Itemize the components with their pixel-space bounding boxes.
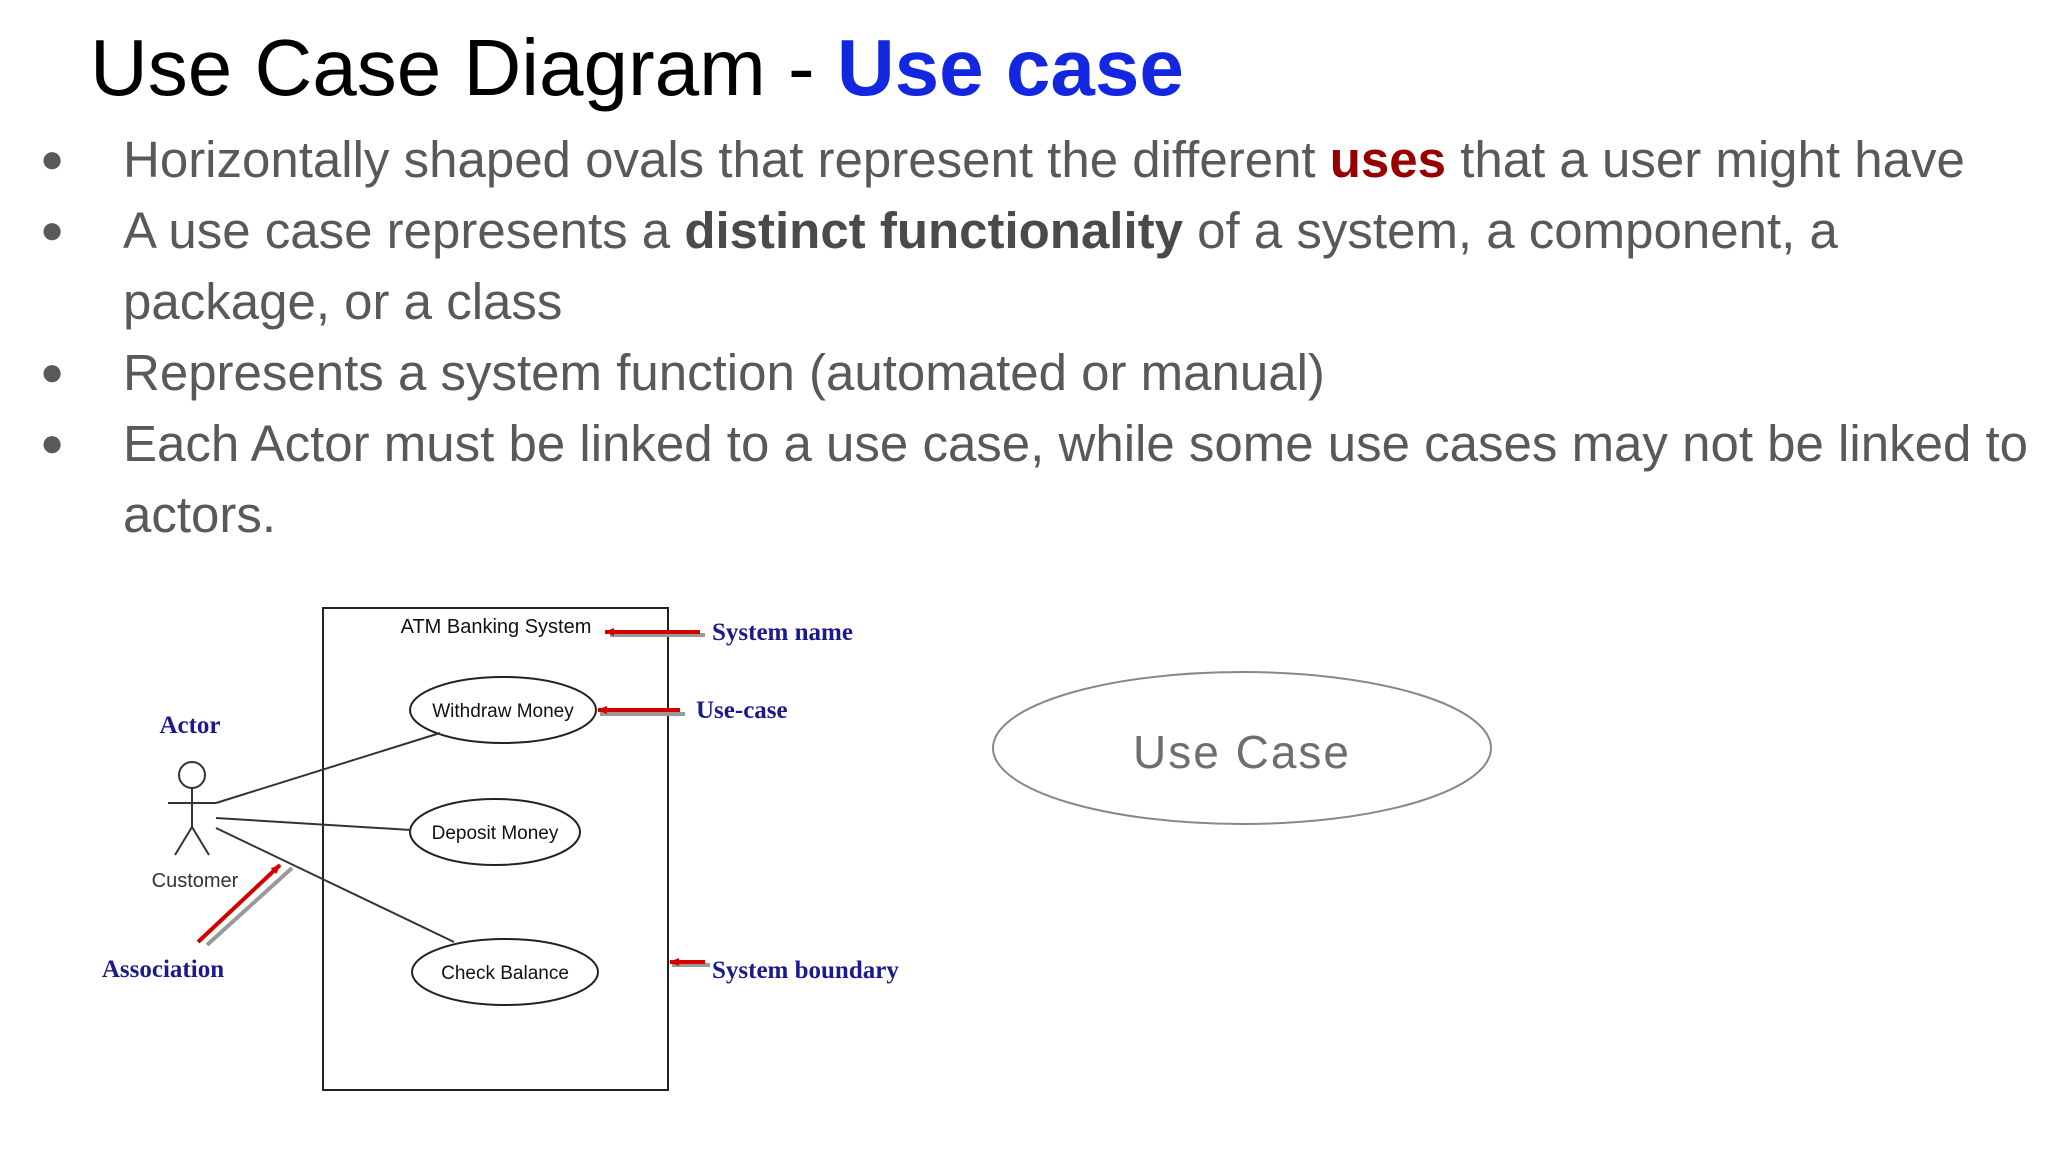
slide-title: Use Case Diagram - Use case — [90, 18, 1184, 118]
bullet-dot: ● — [40, 350, 65, 394]
bullet-text: Each Actor must be linked to a use case,… — [123, 415, 2029, 543]
annotation-system-boundary: System boundary — [712, 957, 899, 984]
bullet-item: ● A use case represents a distinct funct… — [0, 195, 2048, 337]
use-case-withdraw-label: Withdraw Money — [432, 701, 574, 722]
bullet-text: that a user might have — [1446, 131, 1965, 188]
bullet-text: of a system, a component, a package, or … — [123, 202, 1838, 330]
annotation-actor: Actor — [159, 712, 220, 739]
use-case-withdraw — [409, 676, 597, 744]
system-boundary-box — [322, 607, 669, 1091]
title-prefix: Use Case Diagram - — [90, 23, 837, 112]
bullet-text: Represents a system function (automated … — [123, 344, 1325, 401]
actor-stick-figure — [168, 761, 216, 856]
bullet-dot: ● — [40, 208, 65, 252]
example-use-case-label: Use Case — [1133, 726, 1351, 778]
example-use-case-oval — [992, 671, 1492, 825]
example-use-case-figure: Use Case — [990, 668, 1510, 832]
bullet-emphasis: distinct functionality — [684, 202, 1183, 259]
bullet-emphasis: uses — [1329, 131, 1447, 188]
title-highlight: Use case — [836, 23, 1184, 112]
annotation-association: Association — [102, 956, 224, 983]
annotation-use-case: Use-case — [696, 697, 788, 724]
bullet-item: ● Horizontally shaped ovals that represe… — [0, 124, 2048, 195]
bullet-dot: ● — [40, 421, 65, 465]
arrow-association-shadow — [205, 866, 294, 947]
system-title: ATM Banking System — [401, 616, 592, 638]
association-line-withdraw — [215, 732, 441, 804]
actor-label: Customer — [152, 870, 239, 892]
arrow-association — [196, 863, 282, 944]
annotation-system-name: System name — [712, 619, 853, 646]
association-line-check-balance — [215, 827, 455, 943]
use-case-deposit — [409, 798, 581, 866]
bullet-item: ● Represents a system function (automate… — [0, 337, 2048, 408]
association-line-deposit — [215, 817, 412, 831]
use-case-deposit-label: Deposit Money — [432, 823, 559, 844]
bullet-item: ● Each Actor must be linked to a use cas… — [0, 408, 2048, 550]
use-case-check-balance-label: Check Balance — [441, 963, 569, 984]
bullet-list: ● Horizontally shaped ovals that represe… — [0, 124, 2048, 550]
bullet-text: A use case represents a — [123, 202, 685, 259]
example-oval-svg: Use Case — [992, 671, 1492, 825]
use-case-check-balance — [411, 938, 599, 1006]
diagram-svg: ATM Banking System Withdraw Money Deposi… — [102, 607, 899, 1091]
atm-use-case-diagram: ATM Banking System Withdraw Money Deposi… — [80, 590, 980, 1110]
bullet-dot: ● — [40, 137, 65, 181]
bullet-text: Horizontally shaped ovals that represent… — [123, 131, 1330, 188]
